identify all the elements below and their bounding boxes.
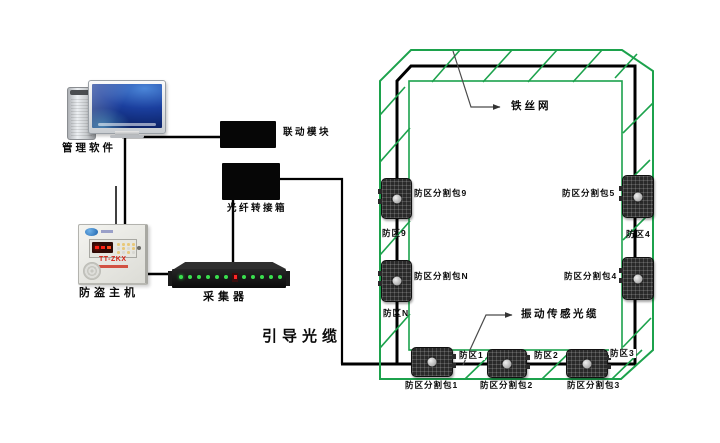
- leader-wire-mesh: [452, 50, 501, 110]
- zone-label-4: 防区4: [626, 229, 651, 239]
- linkage-module-box: [220, 121, 276, 148]
- monitor-stand-base: [110, 135, 144, 138]
- fiber-junction-box-label: 光纤转接箱: [227, 203, 288, 214]
- junction-box-2: [487, 349, 530, 378]
- lead-cable-path: [280, 177, 344, 364]
- computer-monitor: [88, 80, 166, 134]
- junction-box-4: [619, 257, 654, 300]
- alarm-host-keypad: [117, 243, 120, 246]
- collector-rack-ear-left: [168, 271, 172, 286]
- package-label-5: 防区分割包5: [562, 188, 616, 198]
- zone-label-n: 防区N: [383, 308, 410, 318]
- package-label-3: 防区分割包3: [567, 380, 621, 390]
- alarm-host-logo-text: [101, 230, 113, 233]
- collector-top: [174, 262, 286, 269]
- package-label-4: 防区分割包4: [564, 271, 618, 281]
- alarm-host-label: 防盗主机: [79, 287, 139, 299]
- junction-box-3: [566, 349, 611, 378]
- alarm-host-button: [137, 246, 141, 250]
- package-label-1: 防区分割包1: [405, 380, 459, 390]
- fiber-junction-box: [222, 163, 280, 200]
- lead-cable-label: 引导光缆: [262, 328, 343, 345]
- junction-box-1: [411, 347, 456, 377]
- collector-red-indicator: [232, 273, 238, 282]
- sensing-cable-label: 振动传感光缆: [521, 308, 599, 320]
- collector-rack-ear-right: [286, 271, 290, 286]
- alarm-host-model: TT-ZKX: [99, 256, 127, 263]
- package-label-2: 防区分割包2: [480, 380, 534, 390]
- zone-label-1: 防区1: [458, 350, 485, 361]
- zone-label-2: 防区2: [533, 350, 560, 361]
- linkage-module-label: 联动模块: [283, 127, 332, 138]
- alarm-host-panel: TT-ZKX: [78, 224, 148, 285]
- package-label-n: 防区分割包N: [414, 271, 469, 281]
- wire-mesh-label: 铁丝网: [511, 100, 552, 112]
- management-software-label: 管理软件: [62, 142, 116, 154]
- alarm-host-display-unit: [89, 239, 137, 258]
- package-label-9: 防区分割包9: [414, 188, 468, 198]
- junction-box-9: [378, 178, 412, 219]
- fence-hatch-marks: [379, 49, 654, 380]
- collector-device: [172, 269, 286, 288]
- zone-label-9: 防区9: [382, 228, 407, 238]
- monitor-stand: [115, 131, 139, 136]
- collector-led-indicators: [179, 275, 183, 279]
- alarm-host-led-display: [92, 242, 113, 253]
- alarm-host-model-subtext: [99, 265, 128, 268]
- junction-box-5: [619, 175, 654, 218]
- alarm-host-speaker: [83, 262, 101, 280]
- collector-label: 采集器: [203, 291, 248, 303]
- zone-label-3: 防区3: [609, 348, 636, 359]
- leader-sensing-cable: [462, 312, 513, 366]
- monitor-screen: [92, 84, 162, 128]
- junction-box-n: [378, 260, 412, 302]
- alarm-host-logo-icon: [85, 228, 98, 236]
